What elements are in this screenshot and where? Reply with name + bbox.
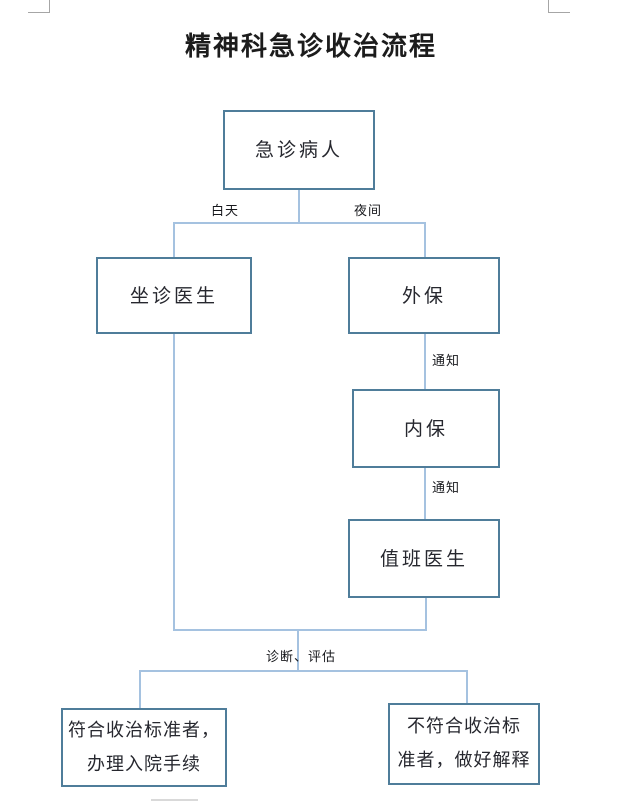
page-bottom-artifact — [151, 799, 198, 801]
edge-label-daytime: 白天 — [211, 204, 240, 219]
node-reject: 不符合收治标 准者，做好解释 — [388, 703, 540, 785]
connector-to-admit — [139, 670, 141, 708]
node-external-security-label: 外保 — [401, 284, 446, 307]
connector-duty-doctor-down — [425, 598, 427, 631]
connector-merge-bar — [173, 629, 427, 631]
edge-label-notify-2: 通知 — [432, 481, 461, 496]
node-admit-line2: 办理入院手续 — [87, 753, 201, 775]
node-reject-line1: 不符合收治标 — [407, 716, 521, 737]
node-consulting-doctor: 坐诊医生 — [96, 257, 252, 334]
connector-external-to-internal — [424, 334, 426, 389]
connector-day-doctor-down — [173, 334, 175, 631]
node-emergency-patient: 急诊病人 — [223, 110, 375, 190]
connector-to-day-doctor — [173, 222, 175, 257]
node-admit: 符合收治标准者， 办理入院手续 — [61, 708, 227, 787]
connector-to-external-security — [424, 222, 426, 257]
node-duty-doctor: 值班医生 — [348, 519, 500, 598]
edge-label-notify-1: 通知 — [432, 354, 461, 369]
edge-label-diagnosis: 诊断、评估 — [266, 650, 337, 665]
connector-to-reject — [466, 670, 468, 703]
node-reject-line2: 准者，做好解释 — [397, 750, 531, 771]
connector-patient-down — [298, 190, 300, 224]
edge-label-night: 夜间 — [354, 204, 383, 219]
page-corner-mark-top-left — [28, 0, 50, 13]
page-title: 精神科急诊收治流程 — [184, 32, 437, 62]
node-duty-doctor-label: 值班医生 — [379, 547, 468, 570]
connector-split-bottom — [139, 670, 468, 672]
node-internal-security-label: 内保 — [403, 417, 448, 440]
connector-diagnosis-down — [297, 629, 299, 672]
node-consulting-doctor-label: 坐诊医生 — [129, 284, 218, 307]
node-external-security: 外保 — [348, 257, 500, 334]
page-corner-mark-top-right — [548, 0, 570, 13]
node-admit-line1: 符合收治标准者， — [68, 719, 220, 741]
connector-split-top — [173, 222, 426, 224]
node-emergency-patient-label: 急诊病人 — [254, 139, 343, 161]
connector-internal-to-duty — [424, 468, 426, 519]
node-internal-security: 内保 — [352, 389, 500, 468]
